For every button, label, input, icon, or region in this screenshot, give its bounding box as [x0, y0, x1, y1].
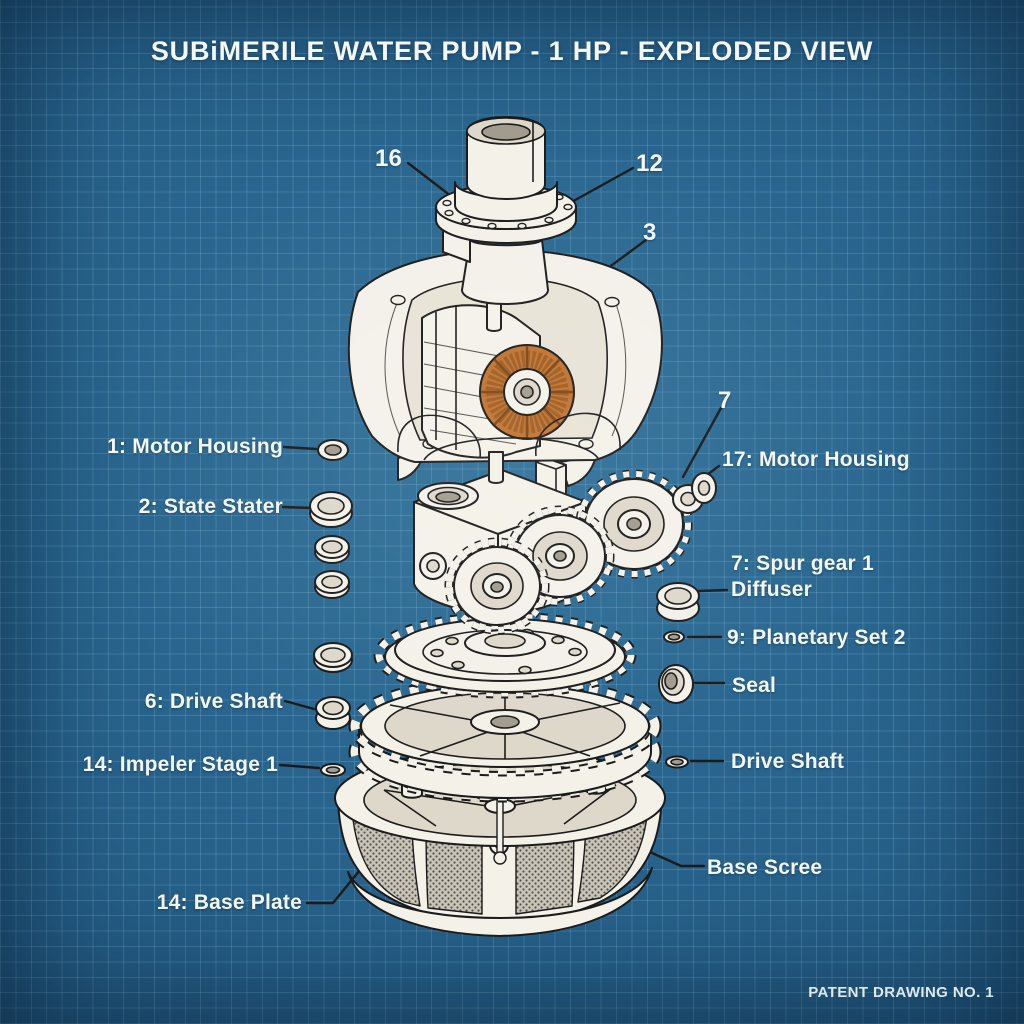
motor-housing	[347, 249, 663, 484]
callout-diffuser: Diffuser	[731, 578, 812, 601]
impeller-stage-2	[348, 675, 662, 803]
callout-base-plate: 14: Base Plate	[156, 891, 302, 914]
callout-drive-shaft-left: 6: Drive Shaft	[144, 690, 283, 713]
o-ring-parts-left	[309, 439, 353, 777]
callout-spur-gear-1: 7: Spur gear 1	[731, 552, 874, 575]
o-ring-parts-right	[656, 582, 700, 769]
callout-motor-housing-left: 1: Motor Housing	[107, 435, 283, 458]
part-number-12: 12	[636, 150, 664, 177]
callout-base-screen: Base Scree	[707, 856, 823, 879]
callout-seal: Seal	[732, 674, 776, 697]
callout-motor-housing-right: 17: Motor Housing	[722, 448, 910, 471]
callout-planetary-set-2: 9: Planetary Set 2	[727, 626, 906, 649]
impeller-stage-1	[373, 595, 637, 699]
callout-impeller-stage-1: 14: Impeler Stage 1	[82, 753, 278, 776]
gearbox	[397, 451, 717, 635]
part-number-7: 7	[718, 387, 732, 414]
callout-drive-shaft-right: Drive Shaft	[731, 750, 845, 773]
outlet-pipe	[435, 116, 577, 305]
callout-state-stater: 2: State Stater	[138, 495, 283, 518]
part-number-3: 3	[643, 219, 657, 246]
patent-drawing-note: PATENT DRAWING NO. 1	[808, 984, 994, 1001]
part-number-16: 16	[375, 145, 403, 172]
drawing-title: SUBiMERILE WATER PUMP - 1 HP - EXPLODED …	[150, 36, 874, 66]
